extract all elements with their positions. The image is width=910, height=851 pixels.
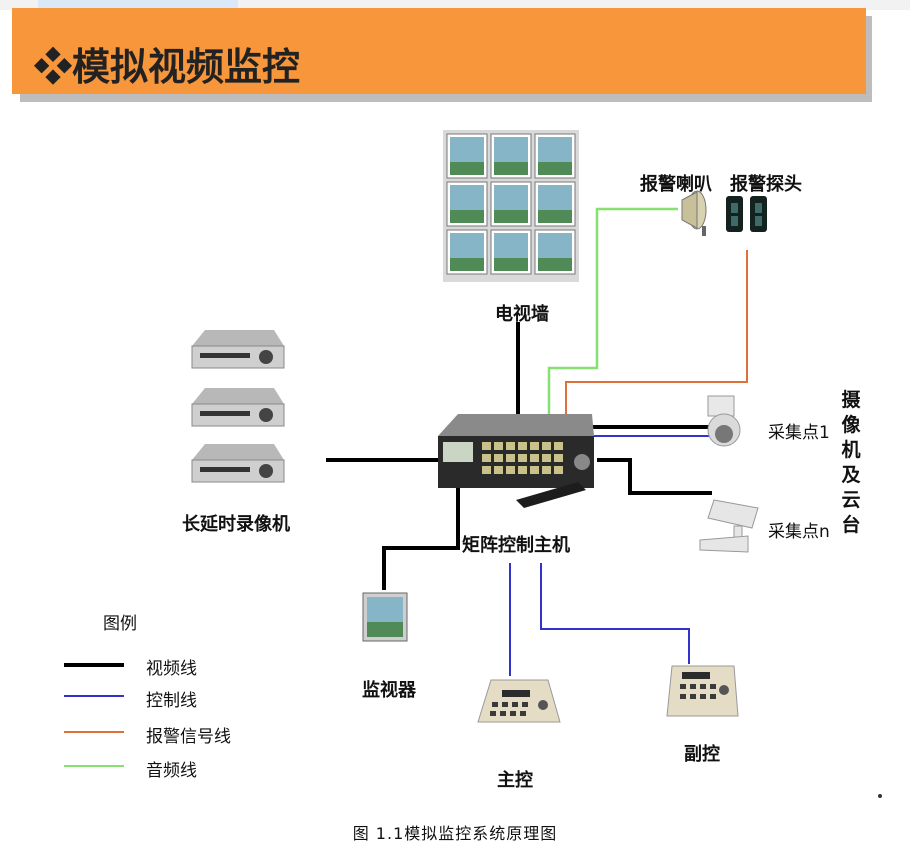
alarm-horn-icon [681,190,707,236]
control-line-sub [540,563,690,664]
label-main-console: 主控 [497,770,533,791]
label-sub-console: 副控 [684,744,720,765]
tv-screen [534,229,576,275]
label-collect-point-1: 采集点1 [768,423,830,443]
title-banner: ❖模拟视频监控 [12,8,866,94]
sub-console-keyboard [666,665,739,717]
matrix-host-device [438,414,594,508]
tv-screen [446,229,488,275]
legend-label: 报警信号线 [146,727,231,747]
label-matrix-host: 矩阵控制主机 [462,535,570,556]
monitor-icon [362,592,408,642]
recorder-unit [191,444,285,483]
tv-screen [446,133,488,179]
tv-screen [490,229,532,275]
label-camera-ptz: 摄像机及云台 [841,389,861,536]
legend-swatch [64,695,124,697]
legend-label: 视频线 [146,659,197,679]
label-monitor: 监视器 [362,680,416,701]
recorder-unit [191,330,285,369]
legend-swatch [64,765,124,767]
video-line-camera2 [597,458,712,495]
page-title: ❖模拟视频监控 [34,44,301,89]
label-alarm-horn: 报警喇叭 [640,174,712,195]
tv-wall [443,130,579,282]
legend-swatch [64,731,124,733]
audio-line [547,207,678,414]
alarm-probe-icon [726,196,743,232]
tv-screen [490,133,532,179]
alarm-signal-line [565,250,748,414]
box-camera-icon [699,499,759,553]
recorder-unit [191,388,285,427]
label-alarm-probe: 报警探头 [730,174,802,195]
legend-swatch [64,663,124,667]
stray-dot [878,794,882,798]
label-collect-point-2: 采集点n [768,522,830,542]
tv-screen [446,181,488,227]
legend-label: 音频线 [146,761,197,781]
tv-screen [490,181,532,227]
video-line-monitor [382,486,460,590]
label-long-recorder: 长延时录像机 [182,514,290,535]
dome-camera-icon [707,395,741,447]
tv-screen [534,181,576,227]
legend-label: 控制线 [146,691,197,711]
legend-title: 图例 [103,614,137,634]
label-tv-wall: 电视墙 [495,304,549,325]
alarm-probe-icon [750,196,767,232]
tv-screen [534,133,576,179]
main-console-keyboard [477,679,561,723]
figure-caption: 图 1.1模拟监控系统原理图 [352,824,558,843]
